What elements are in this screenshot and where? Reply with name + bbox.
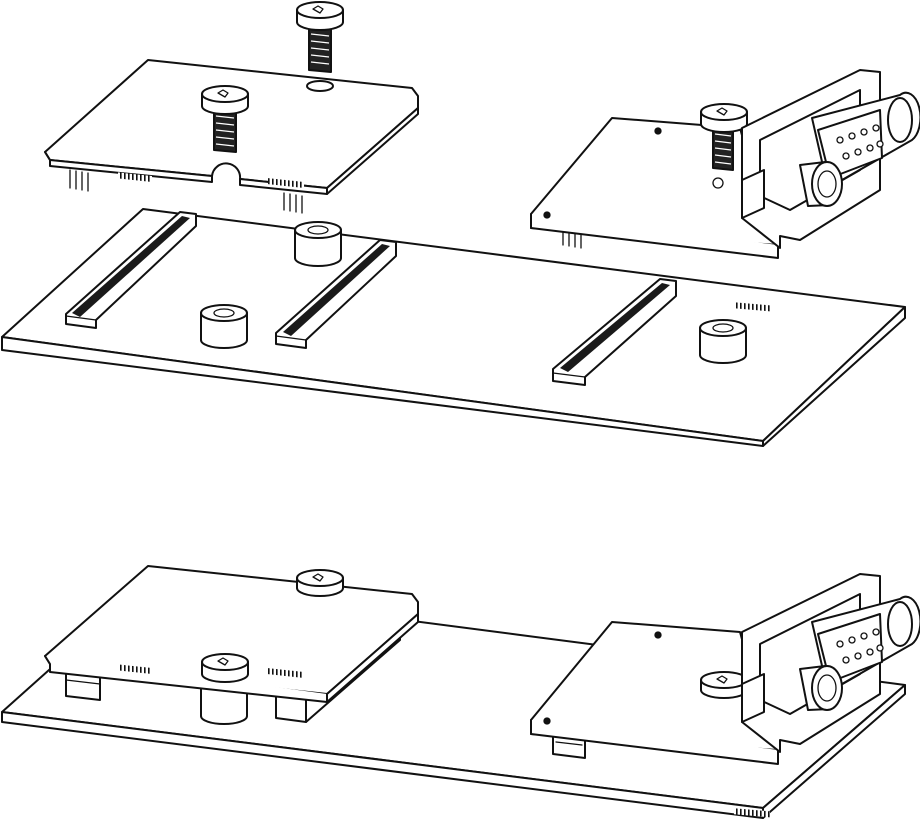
board-connector-left [65, 211, 197, 329]
db9-connector-assembled [741, 573, 920, 753]
screw-exploded-left-front [201, 85, 249, 153]
carrier-board-top [1, 208, 906, 447]
screw-assembled-left-front [201, 653, 249, 683]
screw-exploded-left-back [296, 1, 344, 73]
assembled-view [1, 565, 920, 819]
exploded-view [1, 1, 920, 447]
spacer-right [699, 319, 747, 364]
screw-exploded-right [700, 103, 748, 171]
board-connector-middle [275, 239, 397, 349]
spacer-assembled [200, 683, 248, 725]
board-connector-right [552, 278, 677, 386]
module-left-assembled [44, 565, 419, 703]
screw-assembled-right [700, 671, 748, 699]
spacer-top-left [294, 221, 342, 267]
db9-connector-exploded [741, 69, 920, 249]
screw-assembled-left-back [296, 569, 344, 597]
spacer-bottom-left [200, 304, 248, 349]
